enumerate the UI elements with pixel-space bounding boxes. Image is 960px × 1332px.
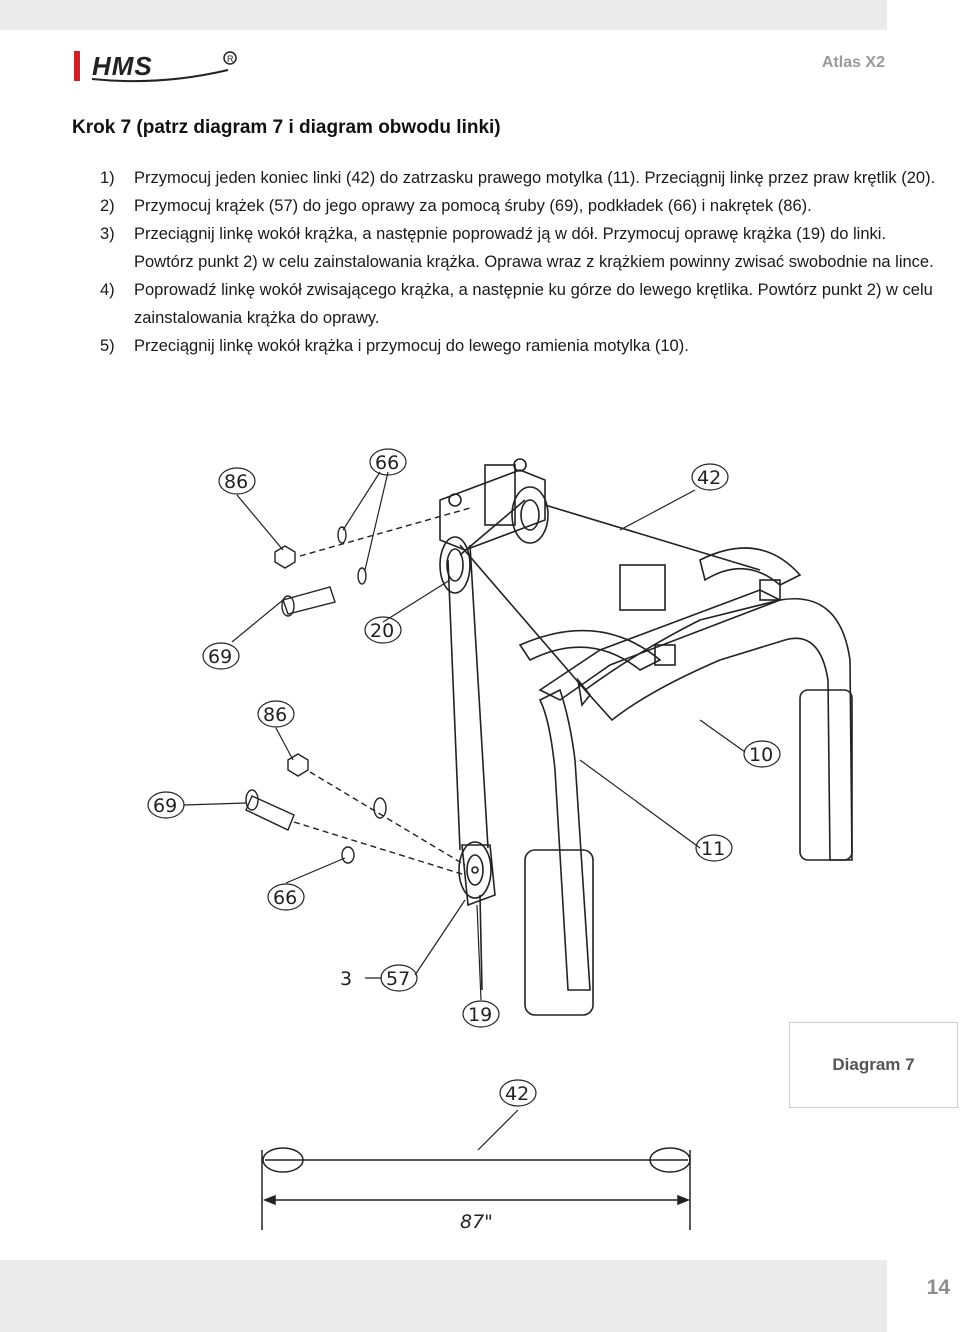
- cable-length-label: 87": [460, 1211, 493, 1233]
- part-66-label: 66: [273, 887, 297, 909]
- instruction-item: 4)Poprowadź linkę wokół zwisającego krąż…: [100, 281, 933, 327]
- part-69-label: 69: [153, 795, 177, 817]
- part-86-label: 86: [224, 471, 248, 493]
- diagram-label: Diagram 7: [789, 1022, 958, 1108]
- part-3-label: 3: [340, 968, 352, 990]
- part-42-label: 42: [505, 1083, 529, 1105]
- instruction-list: 1)Przymocuj jeden koniec linki (42) do z…: [100, 164, 950, 360]
- part-20-label: 20: [370, 620, 394, 642]
- instruction-item: 5)Przeciągnij linkę wokół krążka i przym…: [100, 337, 689, 355]
- step-heading: Krok 7 (patrz diagram 7 i diagram obwodu…: [72, 117, 501, 138]
- page-number-box: [887, 1260, 960, 1332]
- header-band: [0, 0, 887, 30]
- part-11-label: 11: [701, 838, 725, 860]
- document-title: Atlas X2: [821, 54, 885, 71]
- hms-logo: HMS R: [74, 51, 237, 83]
- footer-band: [0, 1260, 887, 1332]
- part-57-label: 57: [386, 968, 410, 990]
- svg-text:R: R: [227, 54, 234, 64]
- instruction-item: 2)Przymocuj krążek (57) do jego oprawy z…: [100, 197, 812, 215]
- part-10-label: 10: [749, 744, 773, 766]
- part-69-label: 69: [208, 646, 232, 668]
- page-number: 14: [926, 1276, 950, 1299]
- part-86-label: 86: [263, 704, 287, 726]
- part-66-label: 66: [375, 452, 399, 474]
- part-42-label: 42: [697, 467, 721, 489]
- assembly-diagram: 86 66 42 69 20 86 10 69 11 66 3 57 19 42…: [147, 448, 853, 1233]
- instruction-item: 1)Przymocuj jeden koniec linki (42) do z…: [100, 169, 936, 187]
- instruction-item: 3)Przeciągnij linkę wokół krążka, a nast…: [100, 225, 934, 271]
- part-19-label: 19: [468, 1004, 492, 1026]
- svg-text:HMS: HMS: [92, 51, 153, 81]
- part-labels: 86 66 42 69 20 86 10 69 11 66 3 57 19 42…: [147, 448, 781, 1233]
